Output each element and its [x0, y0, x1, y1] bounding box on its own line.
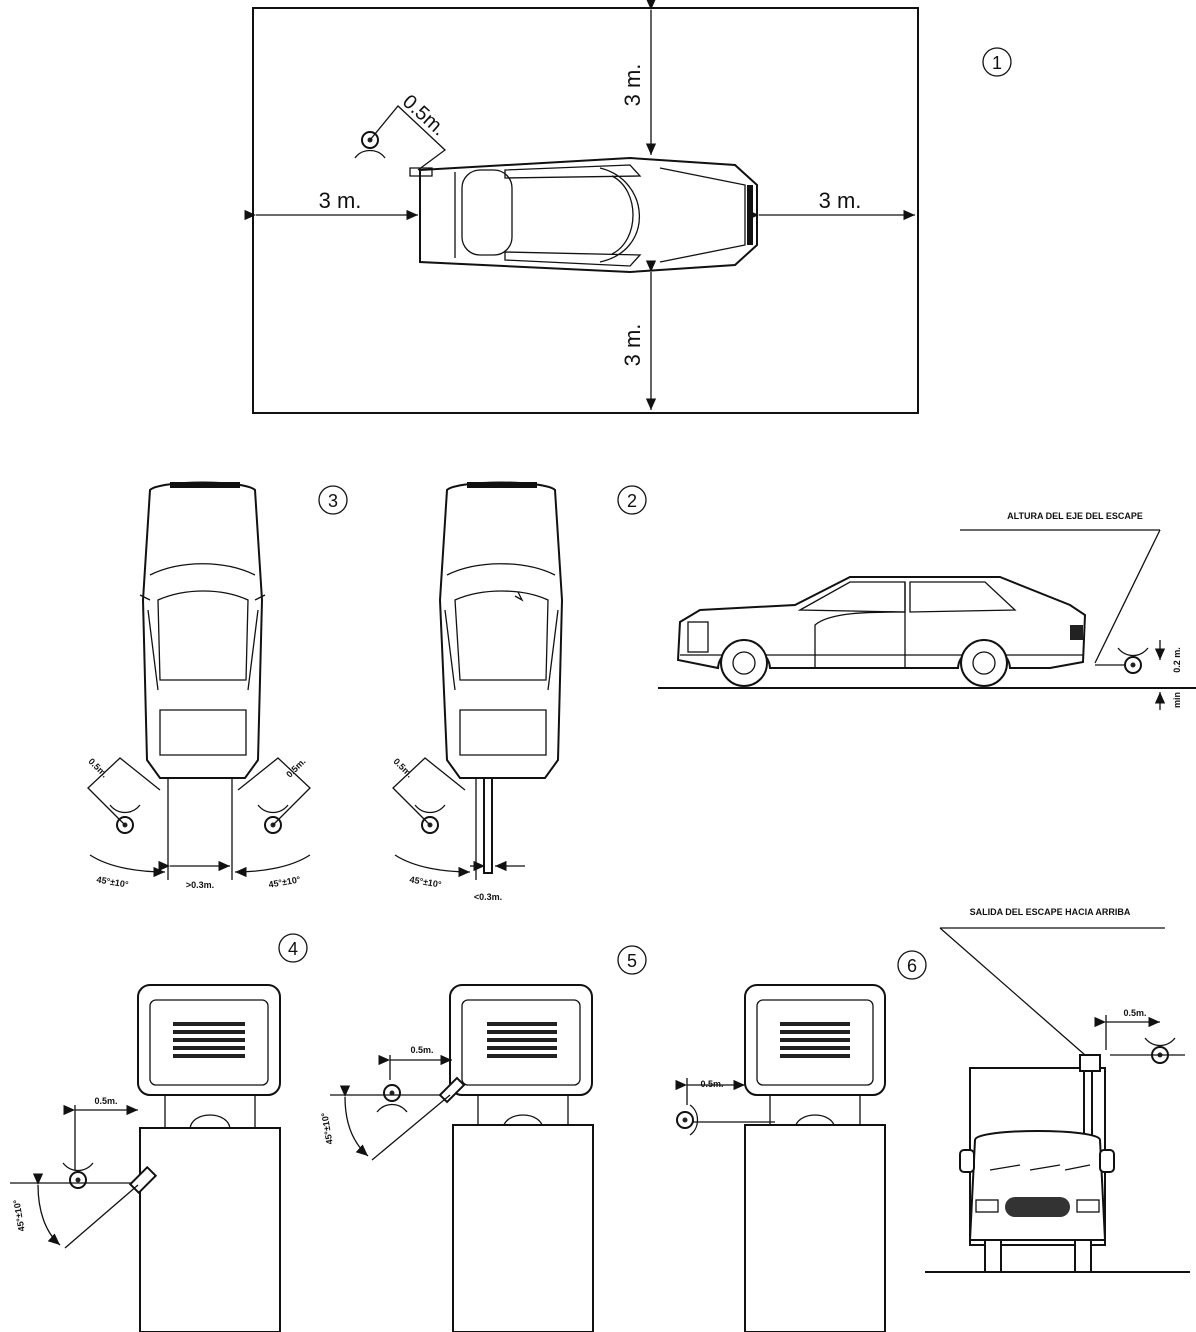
panel-4: 4 0.5m. 45°±10°: [10, 933, 308, 1332]
panel-number: 3: [328, 491, 338, 511]
mic-offset-label: 0.5m.: [398, 91, 450, 141]
height-above-label: 0.2 m.: [1172, 647, 1182, 673]
panel-number: 1: [992, 53, 1002, 73]
side-view: ALTURA DEL EJE DEL ESCAPE 0.2 m. mi: [658, 511, 1196, 710]
car-top-view: [139, 481, 266, 779]
angle-label: 45°±10°: [319, 1111, 335, 1145]
mic-offset-label: 0.5m.: [700, 1079, 723, 1089]
side-view-caption: ALTURA DEL EJE DEL ESCAPE: [1007, 511, 1143, 521]
microphone-icon: [376, 1084, 408, 1113]
panel-number: 4: [288, 939, 298, 959]
angle-left-label: 45°±10°: [96, 874, 130, 890]
microphone-icon: [354, 131, 386, 159]
min-distance-label: >0.3m.: [186, 880, 214, 890]
dim-label-top: 3 m.: [620, 64, 645, 107]
microphone-icon: [414, 804, 446, 834]
dim-label-right: 3 m.: [819, 188, 862, 213]
angle-label: 45°±10°: [409, 874, 443, 890]
panel-5: 5 0.5m. 45°±10°: [319, 945, 647, 1332]
panel-number: 2: [627, 491, 637, 511]
panel-6: 6 0.5m. SALIDA DEL ESCAPE HACIA ARRIBA: [675, 907, 1190, 1332]
truck-front-view: [959, 1054, 1115, 1273]
car-top-view: [438, 481, 564, 779]
dim-label-left: 3 m.: [319, 188, 362, 213]
exhaust-pipe: [438, 1076, 466, 1104]
panel-number: 6: [907, 956, 917, 976]
panel-number-circle: [982, 47, 1012, 77]
angle-right-label: 45°±10°: [268, 874, 302, 890]
mic-offset-right-label: 0.5m.: [1123, 1008, 1146, 1018]
car-side-view: [676, 576, 1087, 687]
panel-number: 5: [627, 951, 637, 971]
panel-3: 3 0.5m. 0.5m. 45: [86, 481, 348, 890]
max-distance-label: <0.3m.: [474, 892, 502, 902]
truck-top-view: [137, 984, 281, 1332]
microphone-right-icon: [257, 804, 289, 834]
angle-label: 45°±10°: [11, 1198, 27, 1232]
microphone-icon: [1144, 1037, 1176, 1064]
microphone-icon: [62, 1162, 94, 1189]
mic-offset-left-label: 0.5m.: [86, 756, 109, 779]
height-min-label: min: [1172, 692, 1182, 708]
dim-label-bottom: 3 m.: [620, 324, 645, 367]
mic-offset-label: 0.5m.: [94, 1096, 117, 1106]
mic-offset-label: 0.5m.: [391, 756, 414, 779]
mic-offset-bracket: [369, 105, 447, 171]
panel-6-caption: SALIDA DEL ESCAPE HACIA ARRIBA: [970, 907, 1131, 917]
microphone-left-icon: [109, 804, 141, 834]
panel-1: 1 3 m. 3 m. 3 m. 3 m. 0: [244, 0, 1012, 414]
mic-offset-right-label: 0.5m.: [284, 756, 307, 779]
truck-top-view: [744, 984, 886, 1332]
mic-offset-label: 0.5m.: [410, 1045, 433, 1055]
microphone-icon: [676, 1104, 699, 1136]
microphone-icon: [1117, 647, 1149, 674]
car-top-view: [409, 156, 758, 274]
truck-top-view: [449, 984, 594, 1332]
panel-2: 2 0.5m. 45°±10° <0.3m.: [391, 481, 647, 902]
